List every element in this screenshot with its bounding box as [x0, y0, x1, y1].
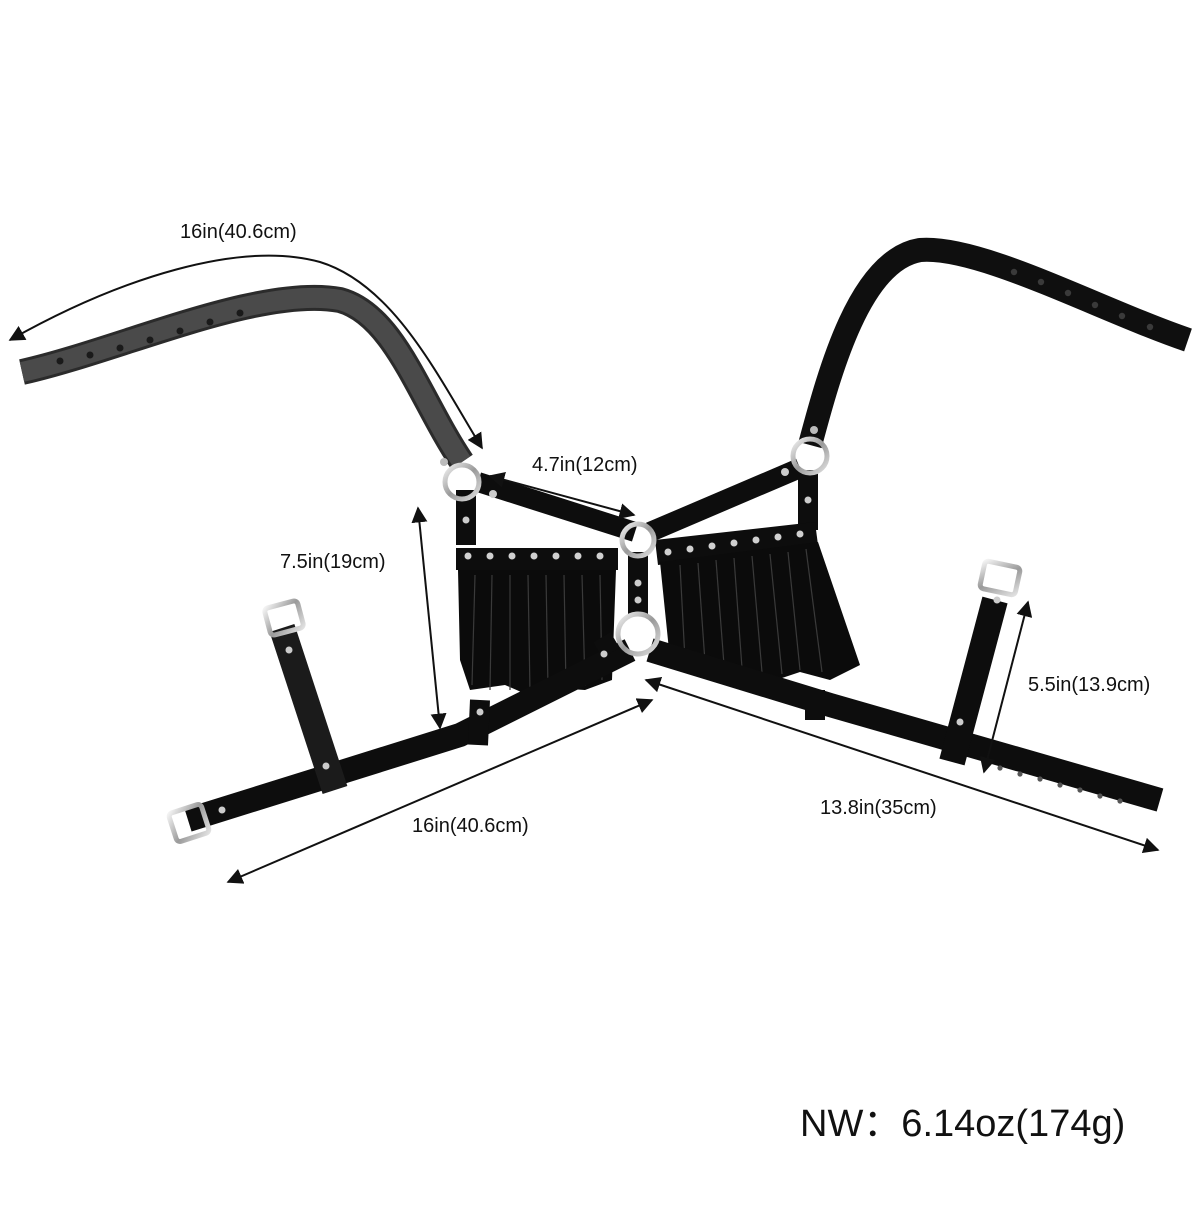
under-band [184, 632, 1164, 832]
measurement-arrows [8, 254, 1160, 884]
net-weight-label: NW：6.14oz(174g) [800, 1103, 1126, 1145]
left-shoulder-strap [19, 284, 473, 470]
center-connector [628, 552, 648, 614]
cup-height-measurement: 7.5in(19cm) [280, 551, 386, 573]
left-side-strap [262, 598, 348, 795]
right-shoulder-strap [798, 237, 1192, 449]
right-band-measurement: 13.8in(35cm) [820, 797, 937, 819]
right-fringe-panel [655, 522, 860, 682]
right-side-strap [939, 558, 1023, 766]
o-rings [442, 436, 830, 657]
top-strap-measurement: 16in(40.6cm) [180, 221, 297, 243]
side-strap-measurement: 5.5in(13.9cm) [1028, 674, 1151, 696]
left-band-measurement: 16in(40.6cm) [412, 815, 529, 837]
left-band-buckle-icon [166, 802, 212, 844]
center-span-measurement: 4.7in(12cm) [532, 454, 638, 476]
